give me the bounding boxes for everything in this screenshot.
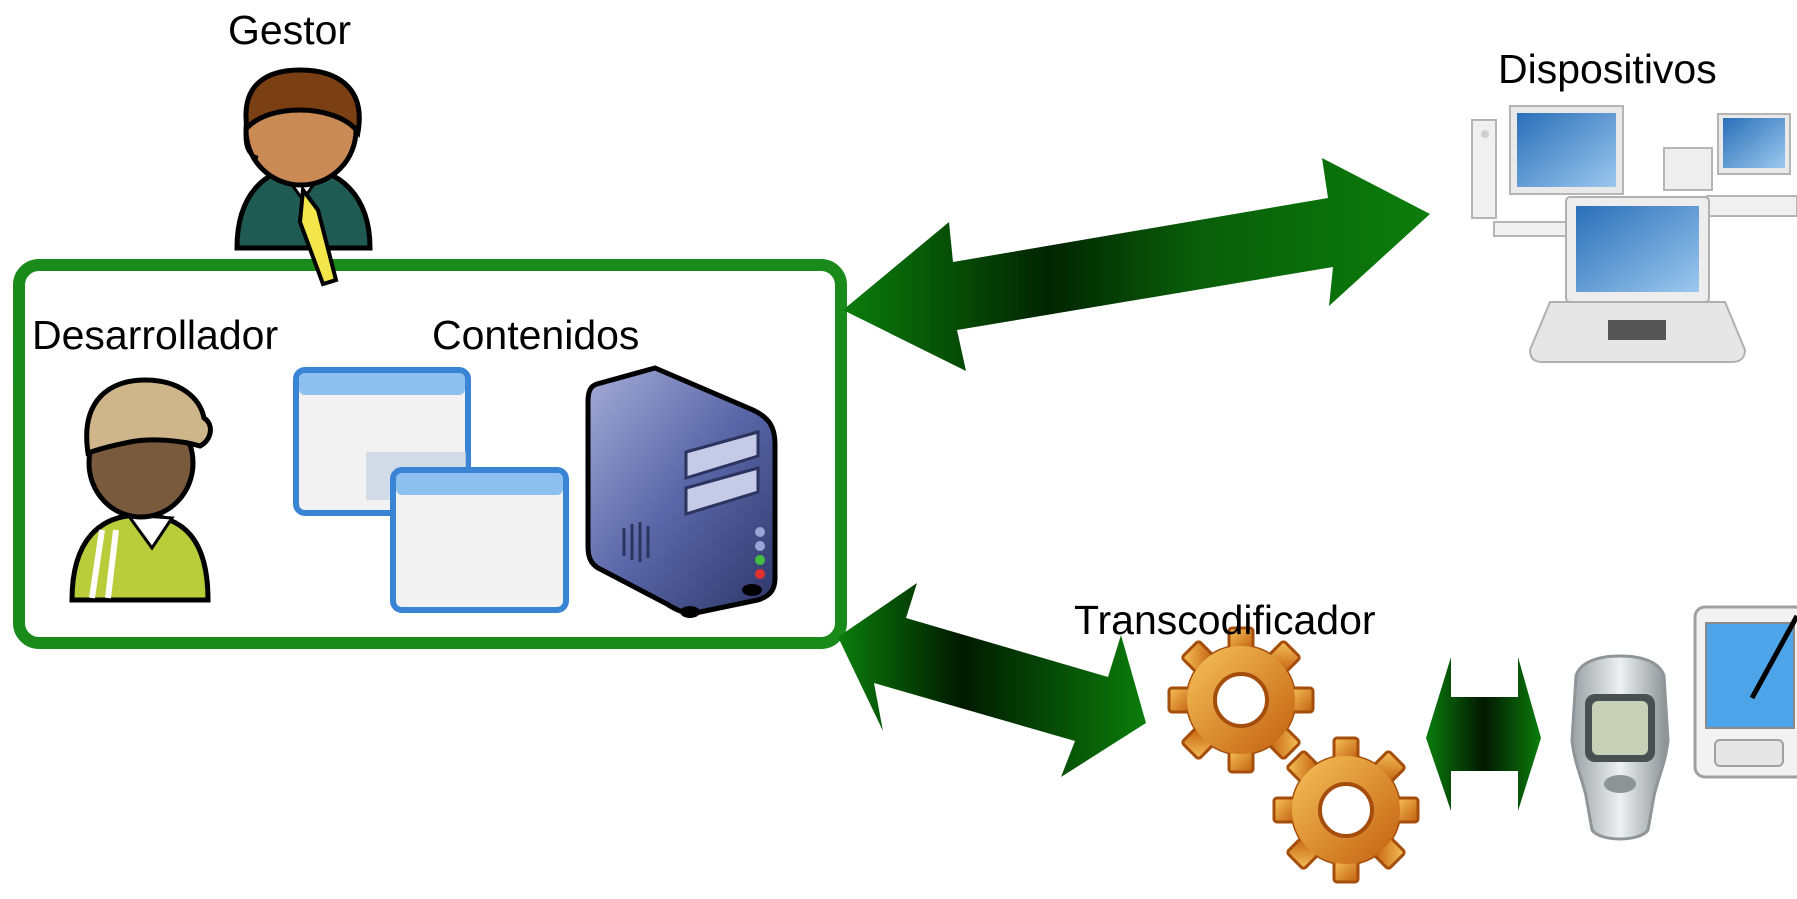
content-windows-icon [293,367,569,613]
manager-person-icon [234,67,373,287]
mobile-phone-icon [1570,654,1670,841]
dispositivos-label: Dispositivos [1498,46,1717,92]
desarrollador-label: Desarrollador [32,312,279,358]
laptop-icon [1528,196,1747,363]
arrow-transcoder-mobile [1426,657,1541,811]
developer-person-icon [69,377,213,603]
contenidos-label: Contenidos [432,312,640,358]
transcodificador-label: Transcodificador [1074,597,1376,643]
server-icon [585,365,778,618]
arrow-system-transcoder [838,583,1146,777]
desktop-computers-icon [1471,105,1797,237]
pda-icon [1693,605,1797,779]
arrow-system-devices [843,158,1430,371]
gestor-label: Gestor [228,7,352,53]
gears-icon [1167,626,1420,884]
system-box [13,259,847,649]
